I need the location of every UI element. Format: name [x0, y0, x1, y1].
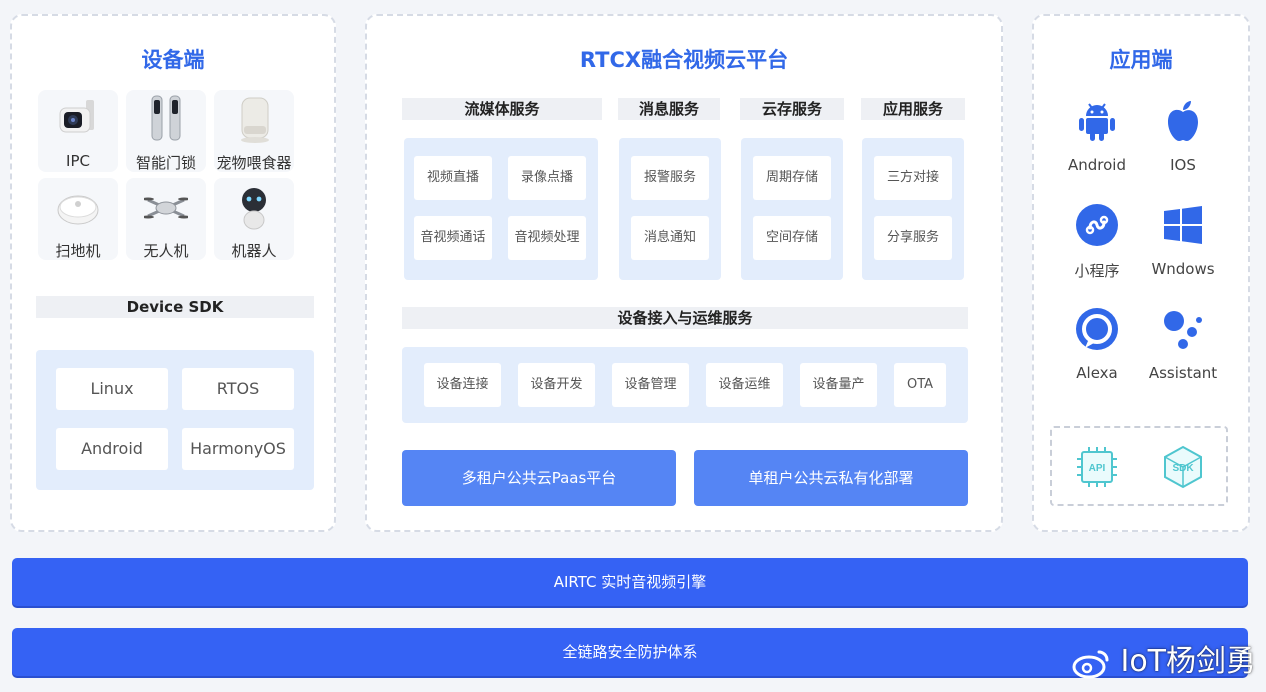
os-item-harmonyos[interactable]: HarmonyOS	[182, 428, 294, 470]
service-live-video[interactable]: 视频直播	[414, 156, 492, 200]
service-av-processing[interactable]: 音视频处理	[508, 216, 586, 260]
service-av-call[interactable]: 音视频通话	[414, 216, 492, 260]
device-label: 智能门锁	[135, 154, 196, 172]
api-chip-icon: API	[1077, 447, 1117, 487]
app-label: Android	[1068, 156, 1126, 174]
device-item-drone[interactable]: 无人机	[126, 178, 206, 260]
category-storage-title: 云存服务	[740, 98, 844, 120]
device-item-pet-feeder[interactable]: 宠物喂食器	[214, 90, 294, 172]
airtc-engine-bar[interactable]: AIRTC 实时音视频引擎	[12, 558, 1248, 606]
category-app-service-title: 应用服务	[861, 98, 965, 120]
device-label: IPC	[66, 152, 90, 170]
api-sdk-box: API SDK	[1050, 426, 1228, 506]
watermark: IoT杨剑勇	[1071, 640, 1256, 684]
app-label: IOS	[1170, 156, 1196, 174]
os-item-rtos[interactable]: RTOS	[182, 368, 294, 410]
app-label: Assistant	[1148, 364, 1218, 382]
security-system-bar[interactable]: 全链路安全防护体系	[12, 628, 1248, 676]
api-label: API	[1089, 463, 1106, 474]
android-icon	[1079, 103, 1115, 141]
drone-icon	[144, 197, 188, 219]
service-space-storage[interactable]: 空间存储	[753, 216, 831, 260]
ops-item-maintain[interactable]: 设备运维	[706, 363, 783, 407]
weibo-icon	[1072, 650, 1109, 678]
device-sdk-label: Device SDK	[36, 296, 314, 318]
app-label: 小程序	[1074, 262, 1120, 280]
os-list: Linux RTOS Android HarmonyOS	[36, 350, 314, 490]
deploy-single-tenant-button[interactable]: 单租户公共云私有化部署	[694, 450, 968, 506]
app-item-android[interactable]: Android	[1052, 98, 1142, 174]
device-panel-title: 设备端	[141, 48, 205, 72]
app-item-mini-program[interactable]: 小程序	[1052, 202, 1142, 281]
service-third-party[interactable]: 三方对接	[874, 156, 952, 200]
app-panel: 应用端 Android IOS 小程序	[1032, 14, 1250, 532]
smart-lock-icon	[151, 95, 181, 141]
device-panel: 设备端 IPC 智能门锁	[10, 14, 336, 532]
device-label: 宠物喂食器	[216, 154, 292, 172]
robot-vacuum-icon	[57, 195, 99, 225]
os-item-linux[interactable]: Linux	[56, 368, 168, 410]
ipc-camera-icon	[59, 100, 94, 133]
device-item-ipc[interactable]: IPC	[38, 90, 118, 172]
device-label: 扫地机	[55, 242, 101, 260]
category-streaming-title: 流媒体服务	[402, 98, 602, 120]
category-streaming-box: 视频直播 录像点播 音视频通话 音视频处理	[404, 138, 598, 280]
ops-item-manage[interactable]: 设备管理	[612, 363, 689, 407]
ops-title: 设备接入与运维服务	[402, 307, 968, 329]
service-recording-playback[interactable]: 录像点播	[508, 156, 586, 200]
platform-panel-title: RTCX融合视频云平台	[579, 48, 789, 72]
google-assistant-icon	[1164, 311, 1202, 349]
category-app-service-box: 三方对接 分享服务	[862, 138, 964, 280]
app-item-assistant[interactable]: Assistant	[1138, 306, 1228, 382]
device-item-smart-lock[interactable]: 智能门锁	[126, 90, 206, 172]
service-notification[interactable]: 消息通知	[631, 216, 709, 260]
device-label: 机器人	[231, 242, 277, 260]
apple-icon	[1168, 101, 1198, 141]
app-label: Wndows	[1151, 260, 1215, 278]
device-item-robot-vacuum[interactable]: 扫地机	[38, 178, 118, 260]
app-label: Alexa	[1076, 364, 1118, 382]
windows-icon	[1164, 206, 1202, 244]
device-item-robot[interactable]: 机器人	[214, 178, 294, 260]
watermark-text: IoT杨剑勇	[1120, 644, 1256, 679]
alexa-icon	[1076, 308, 1118, 350]
device-label: 无人机	[143, 242, 189, 260]
ops-item-mass-produce[interactable]: 设备量产	[800, 363, 877, 407]
app-item-alexa[interactable]: Alexa	[1052, 306, 1142, 382]
sdk-label: SDK	[1172, 463, 1194, 474]
ops-item-develop[interactable]: 设备开发	[518, 363, 595, 407]
pet-feeder-icon	[241, 97, 269, 143]
service-share[interactable]: 分享服务	[874, 216, 952, 260]
mini-program-icon	[1076, 204, 1118, 246]
app-panel-title: 应用端	[1109, 48, 1173, 72]
category-message-title: 消息服务	[618, 98, 720, 120]
service-periodic-storage[interactable]: 周期存储	[753, 156, 831, 200]
sdk-cube-icon: SDK	[1164, 445, 1202, 489]
ops-item-ota[interactable]: OTA	[894, 363, 946, 407]
category-storage-box: 周期存储 空间存储	[741, 138, 843, 280]
ops-item-connect[interactable]: 设备连接	[424, 363, 501, 407]
category-message-box: 报警服务 消息通知	[619, 138, 721, 280]
app-item-ios[interactable]: IOS	[1138, 98, 1228, 174]
platform-panel: RTCX融合视频云平台 流媒体服务 消息服务 云存服务 应用服务 视频直播 录像…	[365, 14, 1003, 532]
deploy-multi-tenant-button[interactable]: 多租户公共云Paas平台	[402, 450, 676, 506]
ops-list: 设备连接 设备开发 设备管理 设备运维 设备量产 OTA	[402, 347, 968, 423]
robot-icon	[242, 188, 266, 230]
os-item-android[interactable]: Android	[56, 428, 168, 470]
service-alarm[interactable]: 报警服务	[631, 156, 709, 200]
app-item-windows[interactable]: Wndows	[1138, 202, 1228, 278]
